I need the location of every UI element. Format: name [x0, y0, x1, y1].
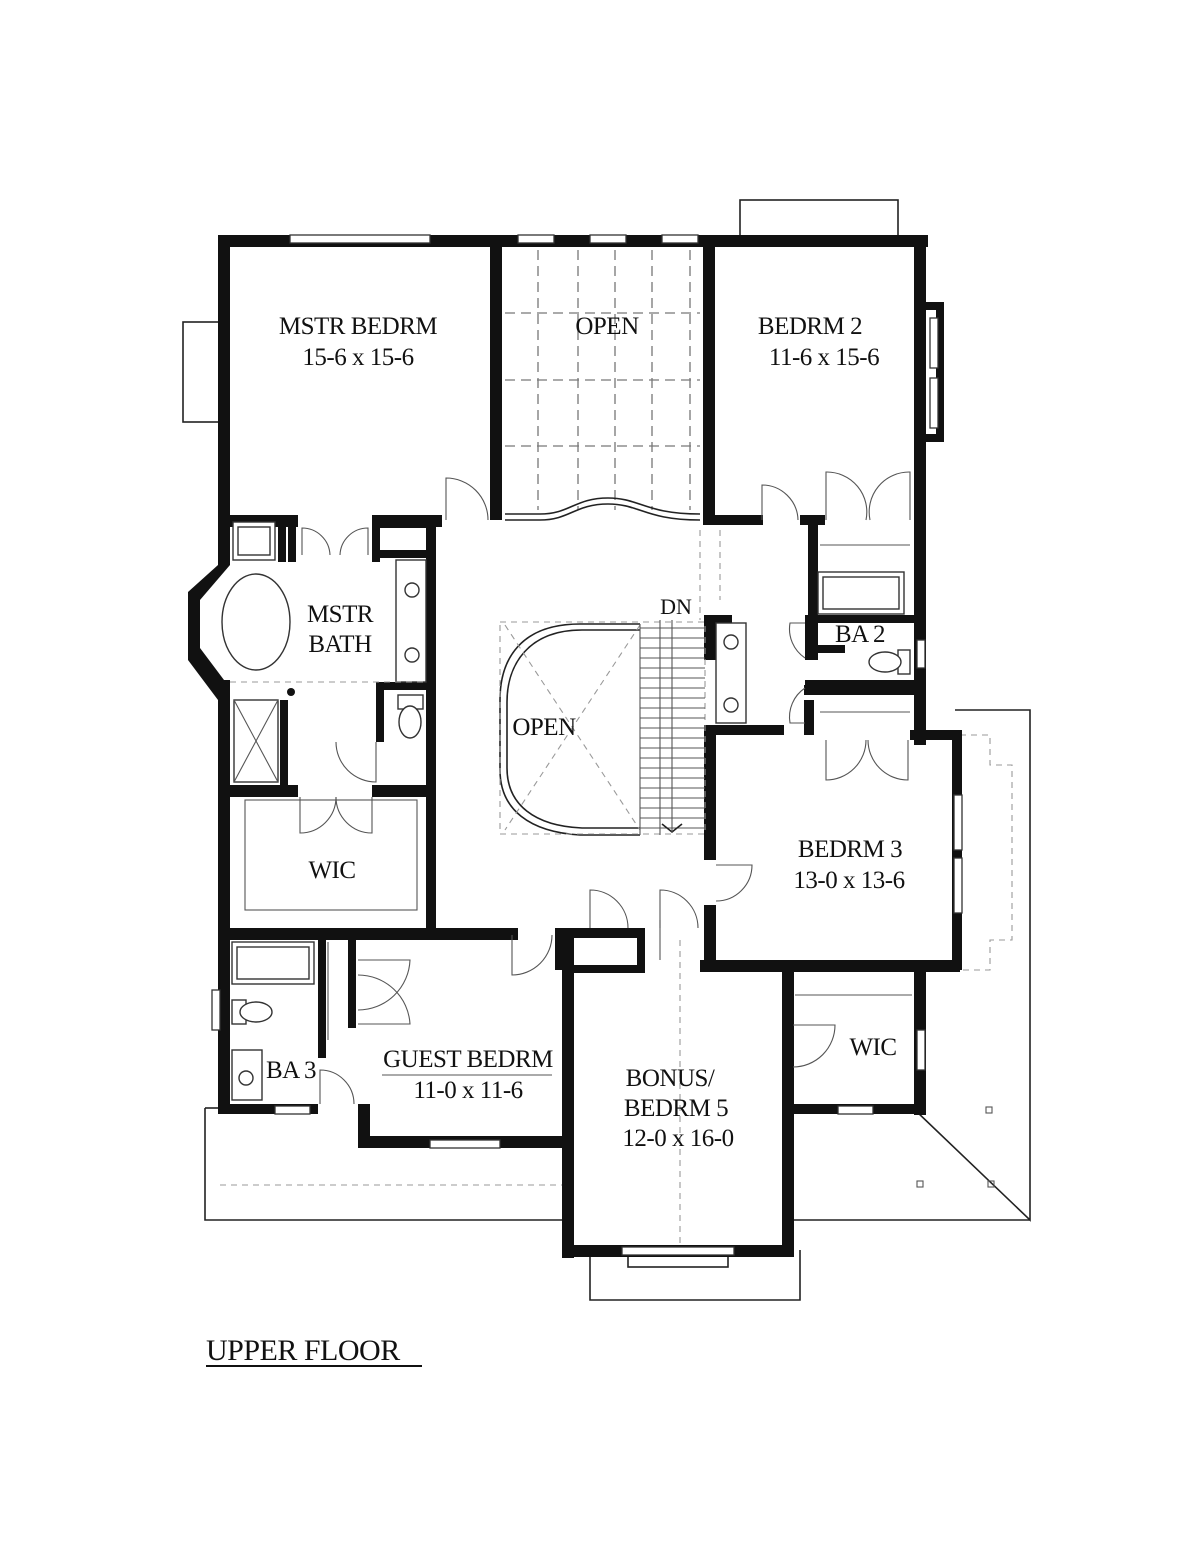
bedroom-3-size: 13-0 x 13-6 [793, 867, 904, 894]
open-upper-label: OPEN [575, 313, 639, 340]
bedroom-2-size: 11-6 x 15-6 [769, 344, 879, 371]
bonus-bedroom-size: 12-0 x 16-0 [622, 1125, 733, 1152]
plan-title: UPPER FLOOR [206, 1334, 400, 1367]
open-center-label: OPEN [512, 714, 576, 741]
windows [211, 234, 963, 1256]
master-wic-label: WIC [308, 857, 355, 884]
open-upper-grid [505, 250, 701, 521]
plan-title-group: UPPER FLOOR [206, 1334, 422, 1367]
room-labels: MSTR BEDRM 15-6 x 15-6 OPEN BEDRM 2 11-6… [266, 313, 905, 1152]
guest-bedroom-name: GUEST BEDRM [383, 1046, 553, 1073]
master-bath-label-line2: BATH [308, 631, 372, 658]
roof-outlines [182, 199, 1031, 1301]
stair-down-label: DN [660, 594, 692, 619]
master-bedroom-name: MSTR BEDRM [279, 313, 438, 340]
bedroom-3-name: BEDRM 3 [798, 836, 902, 863]
bedroom-2-name: BEDRM 2 [758, 313, 862, 340]
master-bedroom-size: 15-6 x 15-6 [302, 344, 413, 371]
bath-2-label: BA 2 [835, 621, 885, 648]
bonus-bedroom-line1: BONUS/ [626, 1065, 715, 1092]
bonus-wic-label: WIC [849, 1034, 896, 1061]
walls [188, 235, 962, 1258]
fixtures [221, 521, 912, 1101]
stair-open-center [499, 530, 721, 1245]
master-bath-label-line1: MSTR [307, 601, 374, 628]
bonus-bedroom-line2: BEDRM 5 [624, 1095, 728, 1122]
bath-3-label: BA 3 [266, 1057, 316, 1084]
guest-bedroom-size: 11-0 x 11-6 [413, 1077, 522, 1104]
doors [299, 471, 911, 1105]
